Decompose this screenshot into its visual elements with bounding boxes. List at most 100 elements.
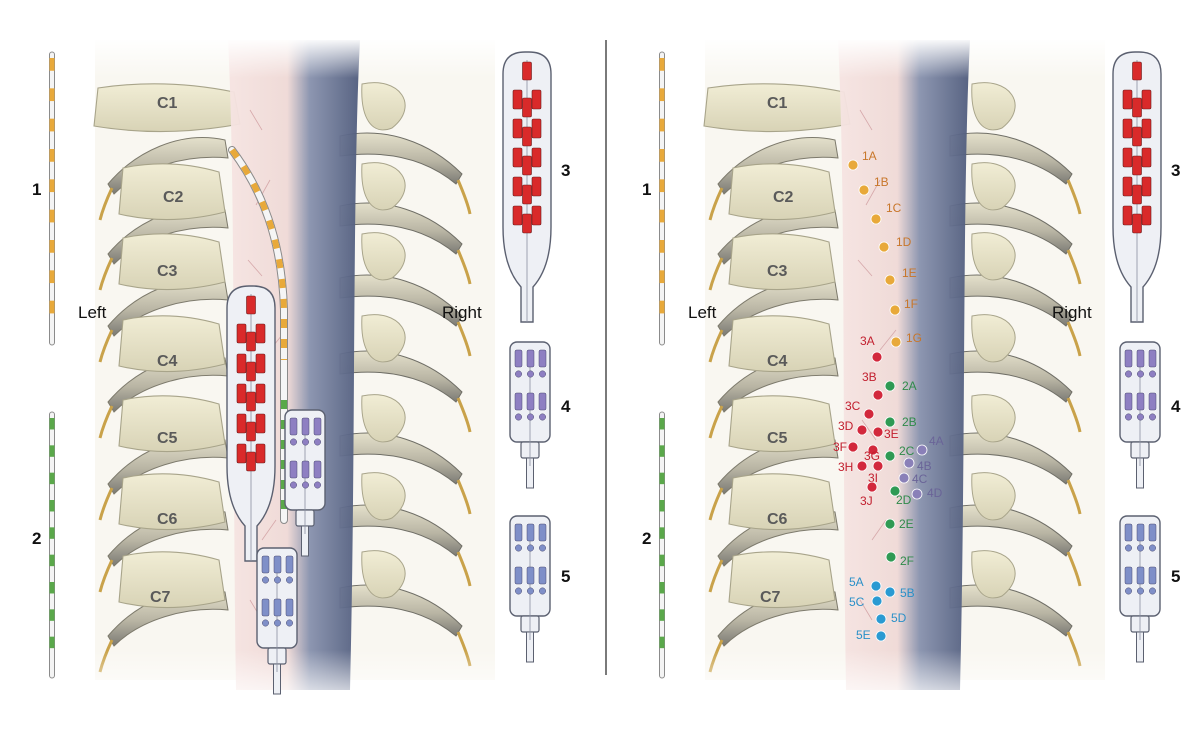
side-label-right: Right [442,303,482,322]
point-label-3i: 3I [868,471,878,485]
spine-anatomy [690,38,1120,710]
point-3d [856,424,868,436]
paddle-5-legend-contact [514,523,523,542]
vertebra-label-c1: C1 [157,95,178,112]
paddle-4-legend-contact [515,413,522,421]
lead-1-wire [659,51,665,346]
cord-vessel [861,419,877,441]
right-articular-process [971,314,1016,363]
vertebral-body [728,473,836,531]
point-3h [856,460,868,472]
paddle-3-legend-contact [512,89,523,110]
vertebral-body [118,395,226,453]
right-articular-process [361,550,406,599]
stimulation-points: 1A1B1C1D1E1F1G3A3B3C3D3E3F3G3H3I3J2A2B2C… [833,149,944,642]
right-articular-process [361,162,406,211]
lead-1-wire-contact [49,240,55,253]
spinal-cord [838,40,970,690]
implanted-paddle-4-contact [289,460,298,479]
left-nerve-root [708,559,724,593]
lead-1-wire-contact [659,118,665,132]
right-articular-process [971,162,1016,211]
paddle-4-legend-contact [1149,370,1156,378]
right-nerve-root [456,397,472,433]
implanted-paddle-5-contact [286,576,293,584]
vertebra-label-c3: C3 [767,263,788,280]
implanted-paddle-3 [226,285,276,562]
vertebral-body [728,315,836,373]
lead-1-wire-contact [659,240,665,253]
point-label-3j: 3J [860,494,873,508]
paddle-4-legend-contact [526,349,535,368]
left-nerve-root [708,329,724,363]
paddle-3-legend-contact [1132,213,1142,234]
lead-2-wire [49,411,55,679]
vertebra-label-c4: C4 [157,353,178,370]
paddle-3-legend-contact [512,205,523,226]
paddle-4-legend-contact [1124,392,1133,411]
lead-1-wire-contact [49,300,55,314]
paddle-3-legend-contact [531,118,542,139]
paddle-5-legend-contact [539,587,546,595]
implanted-paddle-3-contact [255,353,266,374]
paddle-5-legend-contact [1125,544,1132,552]
paddle-5-legend-contact [1124,523,1133,542]
top-fade [80,38,510,78]
paddle-4-legend-contact [1124,349,1133,368]
right-nerve-root [1066,479,1082,515]
paddle-4-legend-contact [1125,370,1132,378]
point-2e [884,518,896,530]
paddle-number-4: 4 [561,397,571,416]
lead-number-1: 1 [642,180,651,199]
implanted-paddle-5-contact [262,619,269,627]
paddle-5-legend-contact [1149,587,1156,595]
paddle-4-legend-contact [515,370,522,378]
implanted-paddle-3-contact [255,413,266,434]
paddle-4-legend-contact [538,392,547,411]
point-label-3d: 3D [838,419,854,433]
lead-number-1: 1 [32,180,41,199]
paddle-number-3: 3 [561,161,570,180]
paddle-5-legend-contact [1136,523,1145,542]
implanted-paddle-5-contact [261,598,270,617]
point-label-2e: 2E [899,517,914,531]
point-label-1d: 1D [896,235,912,249]
point-label-3g: 3G [864,449,880,463]
paddle-3-legend-contact [522,126,532,147]
left-rib [717,137,839,195]
paddle-3-legend-contact [1132,97,1142,118]
paddle-5-legend-contact [515,587,522,595]
bottom-fade [690,650,1120,710]
lead-2-wire-contact [49,472,55,485]
lead-1-wire-contact [659,300,665,314]
paddle-5-legend-contact [514,566,523,585]
top-fade [690,38,1120,78]
point-label-4d: 4D [927,486,943,500]
left-nerve-root [98,187,114,221]
point-2f [885,551,897,563]
paddle-3-legend-contact [1141,147,1152,168]
vertebral-body [118,163,226,221]
paddle-3-legend-contact [512,176,523,197]
point-3f [847,441,859,453]
paddle-4-legend [1119,341,1161,489]
lead-2-wire-contact [49,554,55,567]
lead-2-wire-contact [659,418,665,430]
right-nerve-root [456,479,472,515]
paddle-5-legend-contact [1124,566,1133,585]
lead-1-wire-contact [49,88,55,102]
point-label-5b: 5B [900,586,915,600]
paddle-5-legend-contact [538,566,547,585]
paddle-4-legend-contact [1125,413,1132,421]
implanted-paddle-4-contact [313,460,322,479]
implanted-paddle-3-contact [246,361,256,382]
paddle-4-legend-contact [1149,413,1156,421]
lead-2-wire-contact [49,609,55,621]
paddle-3-legend-contact [512,147,523,168]
implanted-paddle-5-contact [285,555,294,574]
implanted-paddle-4-contact [289,417,298,436]
point-1c [870,213,882,225]
paddle-3-legend-contact [1122,176,1133,197]
paddle-5-legend [509,515,551,663]
